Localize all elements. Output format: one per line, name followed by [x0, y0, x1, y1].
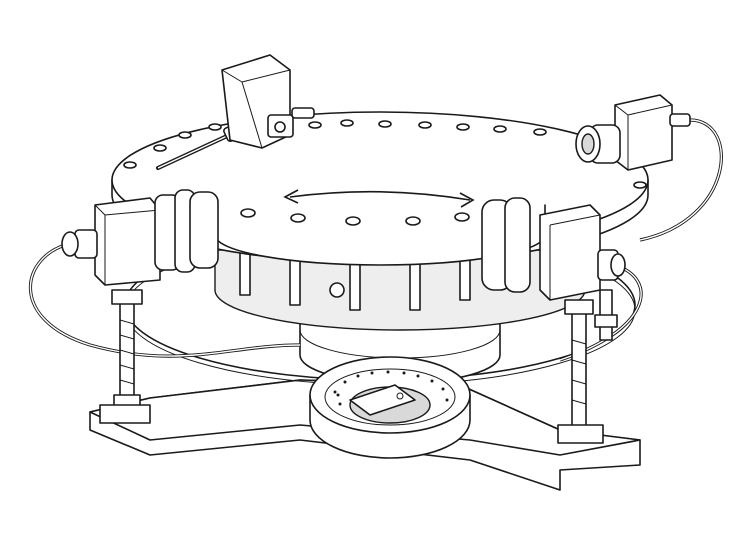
top-right-camera	[575, 94, 691, 171]
right-camera	[481, 197, 626, 301]
right-legs	[557, 289, 618, 444]
top-left-camera	[156, 54, 315, 170]
dish-perforations	[333, 370, 449, 406]
rotation-arrow-icon	[283, 189, 475, 208]
sample-dish	[309, 356, 471, 459]
left-camera	[61, 189, 219, 286]
bolt-heads	[123, 119, 647, 226]
spring-icon	[329, 282, 345, 298]
cables	[29, 118, 723, 362]
left-leg	[99, 289, 151, 424]
